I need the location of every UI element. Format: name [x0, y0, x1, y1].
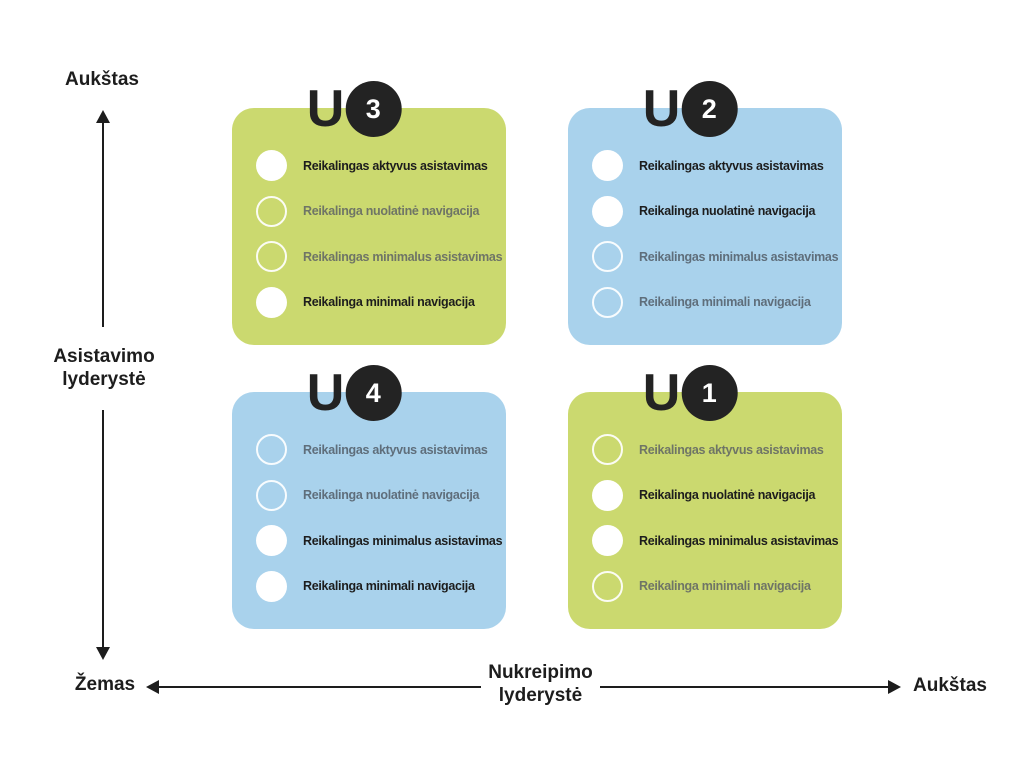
item-label: Reikalinga nuolatinė navigacija	[303, 204, 480, 218]
card-u4-letter: U	[306, 364, 345, 422]
bullet-outline-icon	[256, 434, 287, 465]
card-u3-number-badge: 3	[345, 81, 402, 137]
bullet-filled-icon	[592, 195, 623, 227]
list-item: Reikalinga nuolatinė navigacija	[592, 195, 832, 227]
item-label: Reikalinga nuolatinė navigacija	[639, 488, 816, 502]
arrow-right-icon	[888, 680, 901, 694]
item-label: Reikalingas aktyvus asistavimas	[639, 442, 824, 457]
item-label: Reikalinga nuolatinė navigacija	[303, 488, 480, 502]
horizontal-axis-title: Nukreipimo lyderystė	[468, 661, 613, 707]
item-label: Reikalinga minimali navigacija	[639, 295, 811, 309]
item-label: Reikalingas aktyvus asistavimas	[639, 158, 824, 173]
card-u3: U 3 Reikalingas aktyvus asistavimas Reik…	[232, 81, 506, 345]
list-item: Reikalinga minimali navigacija	[592, 286, 832, 318]
card-u1-items: Reikalingas aktyvus asistavimas Reikalin…	[592, 434, 839, 602]
bullet-filled-icon	[256, 150, 287, 181]
list-item: Reikalingas aktyvus asistavimas	[256, 150, 496, 181]
vertical-axis-bottom-label: Žemas	[74, 674, 136, 695]
list-item: Reikalinga nuolatinė navigacija	[256, 195, 496, 227]
list-item: Reikalinga minimali navigacija	[592, 570, 832, 602]
bullet-outline-icon	[592, 286, 623, 318]
list-item: Reikalinga minimali navigacija	[256, 570, 496, 602]
horizontal-axis-title-line2: lyderystė	[498, 685, 583, 706]
list-item: Reikalingas minimalus asistavimas	[592, 241, 839, 272]
vertical-axis-title: Asistavimo lyderystė	[31, 345, 177, 391]
item-label: Reikalingas minimalus asistavimas	[303, 249, 503, 264]
bullet-filled-icon	[256, 570, 287, 602]
bullet-filled-icon	[592, 150, 623, 181]
bullet-filled-icon	[256, 525, 287, 556]
list-item: Reikalinga nuolatinė navigacija	[256, 479, 496, 511]
card-u2-items: Reikalingas aktyvus asistavimas Reikalin…	[592, 150, 839, 318]
list-item: Reikalingas minimalus asistavimas	[256, 241, 503, 272]
item-label: Reikalingas minimalus asistavimas	[639, 533, 839, 548]
list-item: Reikalinga minimali navigacija	[256, 286, 496, 318]
card-u3-header: U 3	[307, 81, 402, 137]
vertical-axis-title-line1: Asistavimo	[53, 346, 155, 367]
bullet-outline-icon	[592, 241, 623, 272]
bullet-outline-icon	[256, 241, 287, 272]
card-u2-number-badge: 2	[681, 81, 738, 137]
item-label: Reikalingas aktyvus asistavimas	[303, 158, 488, 173]
list-item: Reikalingas aktyvus asistavimas	[592, 150, 832, 181]
bullet-outline-icon	[592, 434, 623, 465]
card-u4-items: Reikalingas aktyvus asistavimas Reikalin…	[256, 434, 503, 602]
list-item: Reikalingas minimalus asistavimas	[592, 525, 839, 556]
bullet-outline-icon	[592, 570, 623, 602]
item-label: Reikalinga minimali navigacija	[303, 579, 475, 593]
card-u3-letter: U	[306, 80, 345, 138]
arrow-down-icon	[96, 647, 110, 660]
item-label: Reikalinga minimali navigacija	[639, 579, 811, 593]
arrow-up-icon	[96, 110, 110, 123]
bullet-filled-icon	[592, 479, 623, 511]
horizontal-axis-right-label: Aukštas	[913, 675, 987, 696]
card-u1-number-badge: 1	[681, 365, 738, 421]
bullet-filled-icon	[256, 286, 287, 318]
list-item: Reikalinga nuolatinė navigacija	[592, 479, 832, 511]
item-label: Reikalingas minimalus asistavimas	[303, 533, 503, 548]
horizontal-axis-line-right	[600, 686, 888, 688]
card-u2: U 2 Reikalingas aktyvus asistavimas Reik…	[568, 81, 842, 345]
card-u4-number-badge: 4	[345, 365, 402, 421]
card-u4: U 4 Reikalingas aktyvus asistavimas Reik…	[232, 365, 506, 629]
vertical-axis-line-lower	[102, 410, 104, 647]
vertical-axis-top-label: Aukštas	[65, 69, 139, 90]
card-u1: U 1 Reikalingas aktyvus asistavimas Reik…	[568, 365, 842, 629]
vertical-axis-line-upper	[102, 121, 104, 327]
card-u3-items: Reikalingas aktyvus asistavimas Reikalin…	[256, 150, 503, 318]
horizontal-axis-line-left	[159, 686, 481, 688]
list-item: Reikalingas minimalus asistavimas	[256, 525, 503, 556]
horizontal-axis-title-line1: Nukreipimo	[488, 662, 593, 683]
bullet-filled-icon	[592, 525, 623, 556]
bullet-outline-icon	[256, 479, 287, 511]
card-u2-letter: U	[642, 80, 681, 138]
card-u1-letter: U	[642, 364, 681, 422]
list-item: Reikalingas aktyvus asistavimas	[256, 434, 496, 465]
card-u1-header: U 1	[643, 365, 738, 421]
vertical-axis-title-line2: lyderystė	[62, 369, 146, 390]
item-label: Reikalinga nuolatinė navigacija	[639, 204, 816, 218]
item-label: Reikalingas minimalus asistavimas	[639, 249, 839, 264]
item-label: Reikalingas aktyvus asistavimas	[303, 442, 488, 457]
bullet-outline-icon	[256, 195, 287, 227]
card-u2-header: U 2	[643, 81, 738, 137]
arrow-left-icon	[146, 680, 159, 694]
item-label: Reikalinga minimali navigacija	[303, 295, 475, 309]
list-item: Reikalingas aktyvus asistavimas	[592, 434, 832, 465]
card-u4-header: U 4	[307, 365, 402, 421]
